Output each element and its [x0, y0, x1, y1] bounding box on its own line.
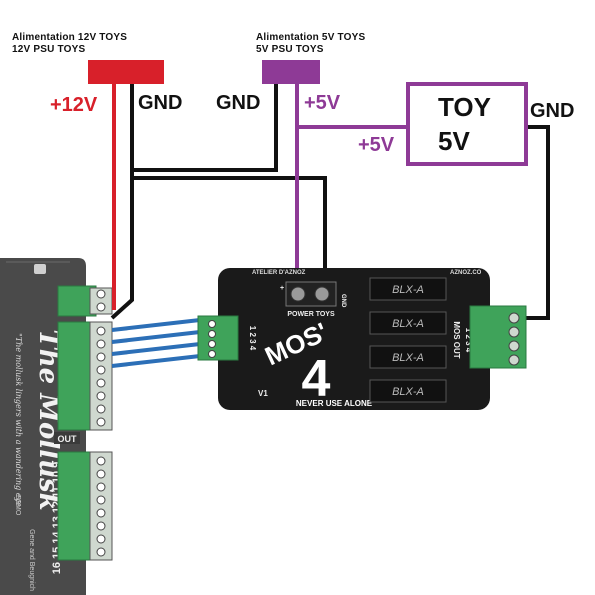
mos4-plus-small: +: [280, 285, 284, 292]
wire-signal-4: [111, 354, 201, 368]
psu-5v-gnd-label: GND: [216, 92, 261, 114]
relay-1: BLX-A: [369, 277, 447, 301]
relay-3: BLX-A: [369, 345, 447, 369]
wire-12v-gnd: [110, 84, 134, 320]
mos4-power-label: POWER TOYS: [287, 311, 335, 318]
mollusk-terminal-block-top: [57, 285, 113, 317]
psu-12v-plus-label: +12V: [50, 94, 98, 116]
mos4-number: 4: [302, 350, 331, 408]
psu-5v-plus-label: +5V: [304, 92, 341, 114]
svg-text:BLX-A: BLX-A: [392, 386, 424, 398]
mollusk-terminal-block-bottom: [57, 451, 113, 561]
wire-signal-2: [111, 330, 201, 344]
psu-12v-title-fr: Alimentation 12V TOYS: [12, 32, 128, 43]
mos4-footer: NEVER USE ALONE: [296, 399, 373, 408]
toy-line2: 5V: [438, 126, 470, 156]
svg-text:BLX-A: BLX-A: [392, 318, 424, 330]
mos4-version: V1: [258, 389, 268, 398]
mos4-in-label: 1 2 3 4: [248, 326, 257, 351]
wire-signal-1: [111, 318, 201, 332]
wire-5v-gnd: [134, 84, 278, 172]
psu-5v-title-en: 5V PSU TOYS: [256, 44, 324, 55]
wires: [110, 84, 550, 368]
svg-text:BLX-A: BLX-A: [392, 284, 424, 296]
mos4-board: ATELIER D'AZNOZ AZNOZ.CO POWER TOYS + GN…: [197, 268, 527, 410]
toy-plus-label: +5V: [358, 134, 395, 156]
mos4-out-pins: 1 2 3 4: [464, 328, 473, 353]
mollusk-model: SSMO: [14, 495, 21, 516]
mos4-top-right: AZNOZ.CO: [450, 270, 482, 276]
mollusk-out-label: OUT: [58, 434, 78, 444]
mos4-gnd-small: GND: [340, 294, 346, 308]
relay-2: BLX-A: [369, 311, 447, 335]
toy-line1: TOY: [438, 92, 491, 122]
psu-12v-gnd-label: GND: [138, 92, 183, 114]
relay-4: BLX-A: [369, 379, 447, 403]
mos4-out-label: MOS OUT: [452, 321, 461, 358]
mollusk-board: The Mollusk "The mollusk lingers with a …: [0, 258, 113, 595]
psu-12v-title-en: 12V PSU TOYS: [12, 44, 86, 55]
mollusk-subtitle: "The mollusk lingers with a wandering ey…: [14, 333, 23, 507]
svg-text:BLX-A: BLX-A: [392, 352, 424, 364]
wire-gnd-bus: [134, 176, 327, 282]
toy-box: [406, 82, 528, 166]
mollusk-terminal-block-mid: [57, 321, 113, 431]
mos4-top-left: ATELIER D'AZNOZ: [252, 270, 306, 276]
toy-gnd-label: GND: [530, 100, 575, 122]
wire-toy-gnd: [525, 125, 550, 320]
mollusk-credit: Gene and Beugnich: [28, 529, 35, 591]
psu-5v-title-fr: Alimentation 5V TOYS: [256, 32, 366, 43]
psu-12v-connector: [88, 60, 164, 84]
psu-5v-connector: [262, 60, 320, 84]
wire-signal-3: [111, 342, 201, 356]
